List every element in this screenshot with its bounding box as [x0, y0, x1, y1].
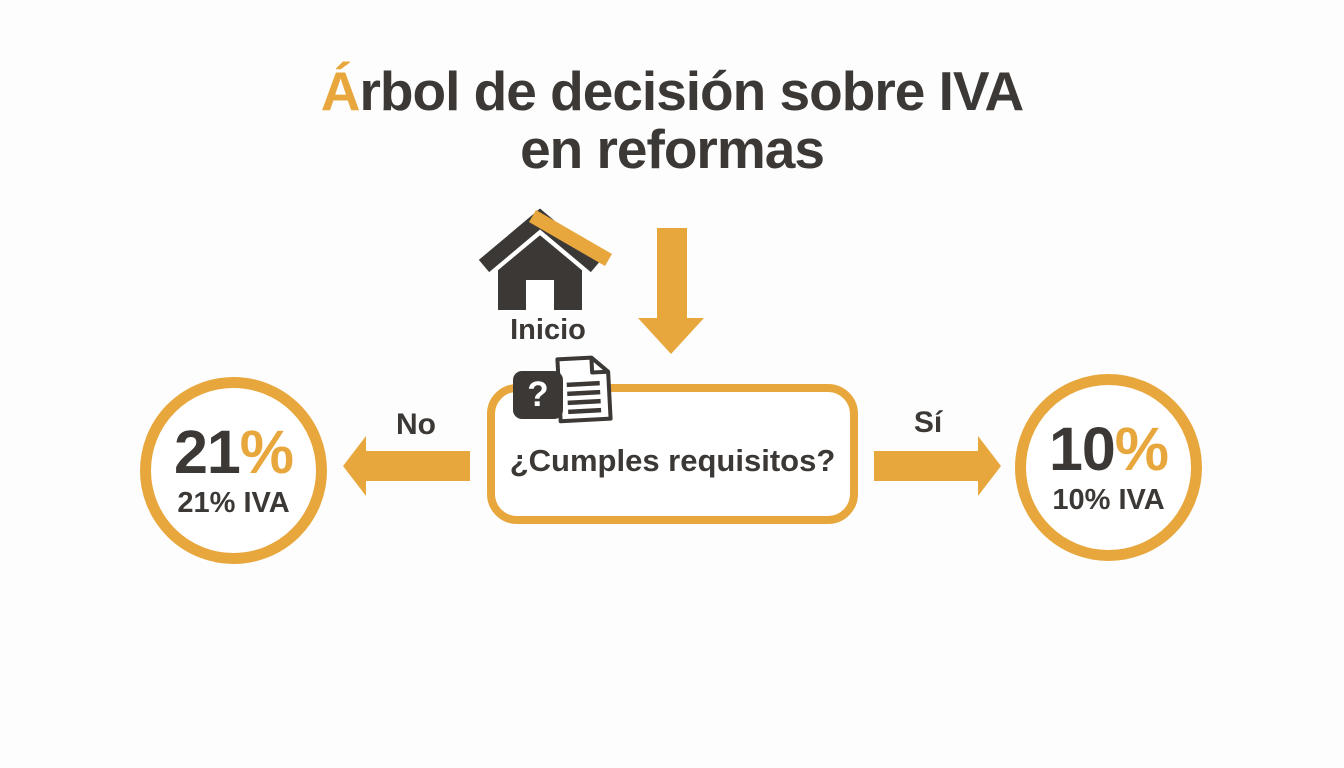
- percent-sign: %: [239, 417, 294, 486]
- result-node-21: 21% 21% IVA: [140, 377, 327, 564]
- result-value-line: 10%: [1049, 418, 1169, 480]
- arrow-right-icon: [874, 436, 1001, 496]
- result-value: 21: [173, 417, 241, 486]
- branch-label-no: No: [396, 408, 436, 441]
- branch-label-yes: Sí: [913, 406, 943, 439]
- title-line2: en reformas: [520, 118, 825, 180]
- question-mark: ?: [527, 374, 549, 414]
- arrow-down-icon: [638, 228, 704, 354]
- result-value-line: 21%: [174, 421, 294, 483]
- result-caption: 21% IVA: [177, 486, 290, 519]
- result-node-10: 10% 10% IVA: [1015, 374, 1202, 561]
- result-value: 10: [1048, 414, 1116, 483]
- question-badge: ?: [513, 371, 563, 419]
- arrow-left-icon: [343, 436, 470, 496]
- result-caption: 10% IVA: [1052, 483, 1165, 516]
- title-accent-letter: Á: [320, 60, 361, 122]
- start-label: Inicio: [510, 314, 586, 346]
- question-document-icon: ?: [505, 355, 617, 431]
- decision-question: ¿Cumples requisitos?: [509, 443, 836, 478]
- decision-box: ¿Cumples requisitos?: [487, 384, 858, 524]
- house-icon: [478, 208, 612, 310]
- title-line1: rbol de decisión sobre IVA: [359, 60, 1025, 122]
- percent-sign: %: [1114, 414, 1169, 483]
- page-title: Árbol de decisión sobre IVA en reformas: [0, 62, 1344, 178]
- start-node: [478, 202, 618, 314]
